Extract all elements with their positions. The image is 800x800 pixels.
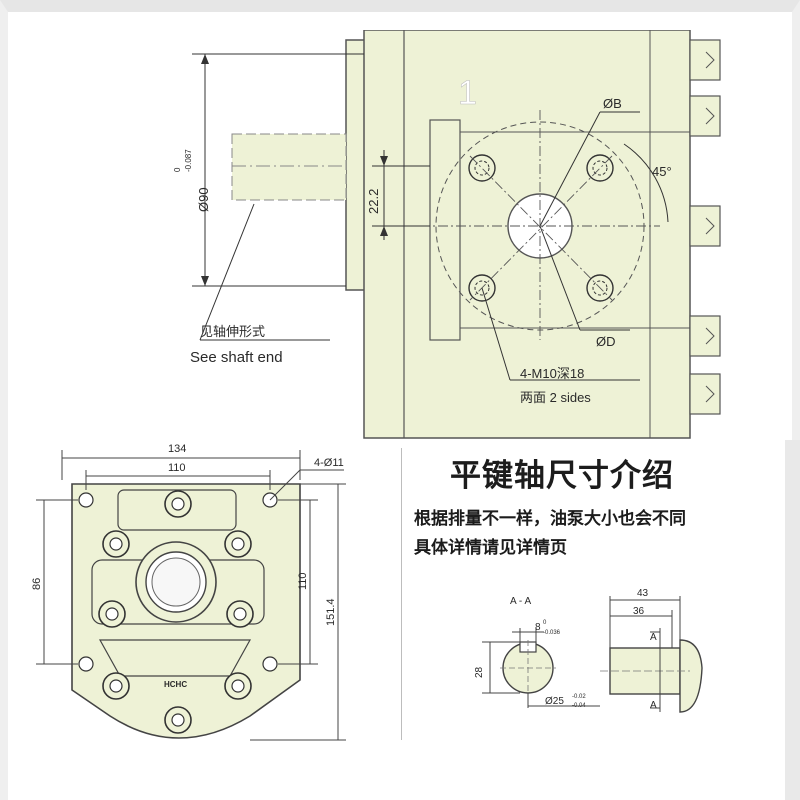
dia-tol-lower: -0.04 bbox=[572, 703, 586, 709]
shaft-dia-label: Ø90 bbox=[196, 187, 211, 212]
shaft-note-en: See shaft end bbox=[190, 349, 283, 366]
height-outer-label: 151.4 bbox=[325, 598, 337, 626]
info-line-1: 根据排量不一样，油泵大小也会不同 bbox=[414, 509, 686, 529]
divider-line bbox=[401, 448, 402, 740]
height-dim-label: 22.2 bbox=[366, 189, 381, 214]
shaft-tol-upper: 0 bbox=[173, 167, 182, 172]
section-label: A - A bbox=[510, 596, 531, 607]
front-flange-view-drawing: 134 110 4-Ø11 86 110 151.4 HCHC bbox=[31, 443, 346, 741]
angle-label: 45° bbox=[652, 164, 672, 179]
dia-tol-upper: -0.02 bbox=[572, 694, 586, 700]
watermark-number: 1 bbox=[458, 74, 477, 112]
height-label: 28 bbox=[474, 666, 485, 678]
dia-b-label: ØB bbox=[603, 96, 622, 111]
height-inner-label: 110 bbox=[297, 572, 309, 590]
info-line-2: 具体详情请见详情页 bbox=[414, 538, 567, 558]
width-outer-label: 134 bbox=[168, 443, 186, 455]
shaft-note-cn: 见轴伸形式 bbox=[200, 324, 265, 339]
length-inner-label: 36 bbox=[633, 606, 645, 617]
shaft-detail-drawing: A - A 8 0 -0.036 28 Ø25 -0.02 -0.04 43 3… bbox=[474, 588, 703, 713]
shaft-tol-lower: -0.087 bbox=[184, 149, 193, 172]
cut-a-bottom: A bbox=[650, 700, 657, 711]
dia-label: Ø25 bbox=[545, 696, 564, 707]
info-description: 根据排量不一样，油泵大小也会不同 具体详情请见详情页 bbox=[414, 505, 786, 563]
brand-label: HCHC bbox=[164, 680, 187, 689]
hole-spec-label: 4-Ø11 bbox=[314, 457, 344, 469]
dia-d-label: ØD bbox=[596, 334, 616, 349]
length-outer-label: 43 bbox=[637, 588, 649, 599]
bolt-spec-label: 4-M10深18 bbox=[520, 366, 584, 381]
key-tol-upper: 0 bbox=[543, 620, 547, 626]
info-title: 平键轴尺寸介绍 bbox=[450, 458, 674, 494]
sides-label: 两面 2 sides bbox=[520, 390, 591, 405]
cut-a-top: A bbox=[650, 632, 657, 643]
key-tol-lower: -0.036 bbox=[543, 630, 561, 636]
width-inner-label: 110 bbox=[168, 462, 186, 474]
right-edge-strip bbox=[785, 440, 800, 800]
key-width-label: 8 bbox=[535, 622, 541, 633]
top-side-view-drawing: Ø90 0 -0.087 22.2 ØB 45° ØD 4-M10深18 两面 … bbox=[173, 30, 721, 439]
height-left-label: 86 bbox=[31, 578, 43, 590]
